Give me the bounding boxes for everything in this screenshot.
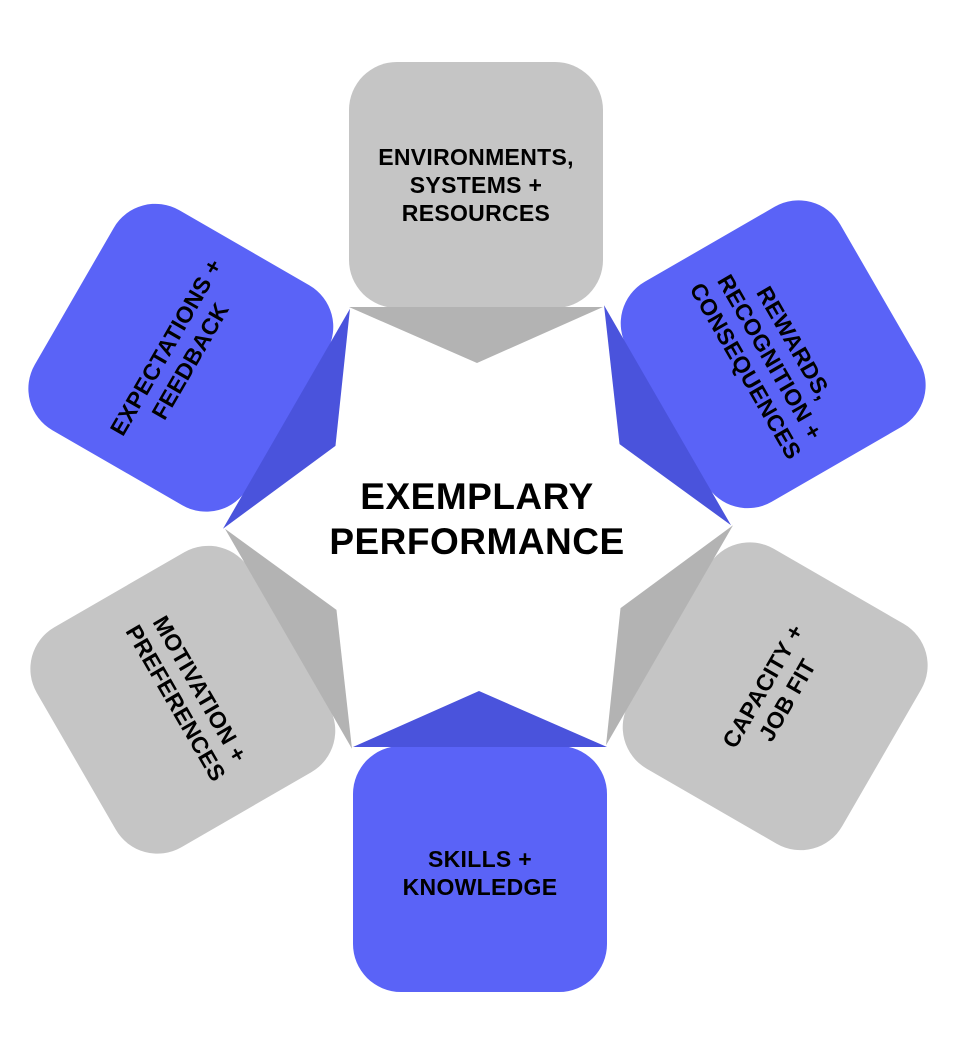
segment-square-motivation xyxy=(30,545,336,854)
segment-square-skills xyxy=(353,746,607,992)
label-skills: SKILLS + KNOWLEDGE xyxy=(403,845,558,901)
segment-square-rewards xyxy=(620,200,926,509)
label-environments: ENVIRONMENTS, SYSTEMS + RESOURCES xyxy=(378,143,574,227)
segment-shape-capacity xyxy=(606,525,928,851)
label-line: SYSTEMS + xyxy=(409,172,543,198)
segment-point-skills xyxy=(353,691,607,747)
label-line: ENVIRONMENTS, xyxy=(378,144,574,170)
center-title-line: PERFORMANCE xyxy=(329,521,625,562)
segment-shape-environments xyxy=(349,62,603,363)
segment-point-expectations xyxy=(222,308,350,529)
segment-square-capacity xyxy=(622,542,928,851)
segment-point-environments xyxy=(349,307,603,363)
center-title-line: EXEMPLARY xyxy=(360,476,594,517)
segment-square-expectations xyxy=(28,203,334,512)
segment-shape-motivation xyxy=(30,528,352,854)
label-line: SKILLS + xyxy=(427,846,532,872)
label-line: KNOWLEDGE xyxy=(402,874,558,900)
segment-point-capacity xyxy=(606,525,734,746)
label-line: RESOURCES xyxy=(401,200,551,226)
segment-square-environments xyxy=(349,62,603,308)
segment-shape-expectations xyxy=(28,203,350,529)
segment-shape-rewards xyxy=(604,200,926,526)
center-title: EXEMPLARY PERFORMANCE xyxy=(329,474,624,564)
segment-point-rewards xyxy=(604,305,732,526)
segment-shape-skills xyxy=(353,691,607,992)
segment-point-motivation xyxy=(224,528,352,749)
